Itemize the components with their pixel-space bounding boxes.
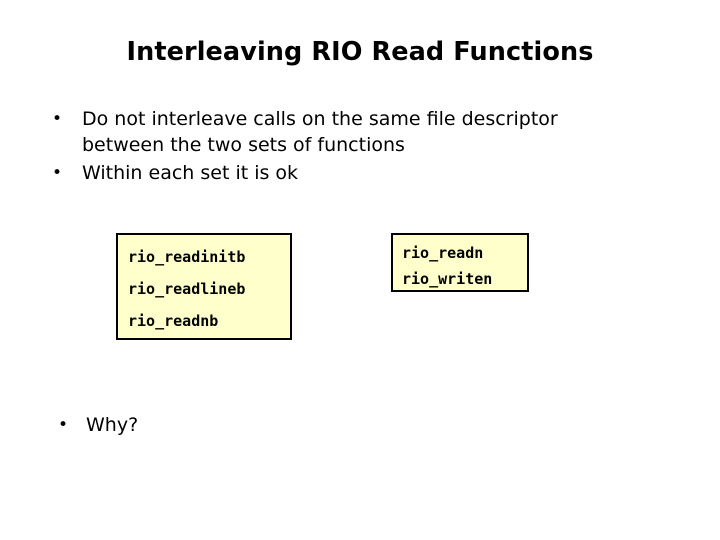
list-item-why: • Why? [58, 412, 138, 438]
bullet-point-icon: • [52, 163, 63, 183]
bullet-point-icon: • [52, 109, 63, 129]
code-line: rio_readlineb [128, 280, 246, 298]
code-box-buffered: rio_readinitb rio_readlineb rio_readnb [116, 233, 292, 340]
code-box-unbuffered: rio_readn rio_writen [391, 233, 529, 292]
list-item: • Within each set it is ok [52, 160, 642, 186]
bullet-text: Do not interleave calls on the same file… [82, 108, 558, 156]
page-title: Interleaving RIO Read Functions [126, 37, 594, 67]
bullet-text: Why? [86, 414, 139, 436]
code-line: rio_readinitb [128, 248, 246, 266]
bullet-text: Within each set it is ok [82, 162, 299, 184]
code-line: rio_readn [402, 244, 484, 262]
code-line: rio_readnb [128, 312, 219, 330]
list-item: • Do not interleave calls on the same fi… [52, 106, 642, 158]
bullet-point-icon: • [58, 415, 69, 435]
bullet-list: • Do not interleave calls on the same fi… [52, 106, 642, 188]
code-line: rio_writen [402, 270, 493, 288]
